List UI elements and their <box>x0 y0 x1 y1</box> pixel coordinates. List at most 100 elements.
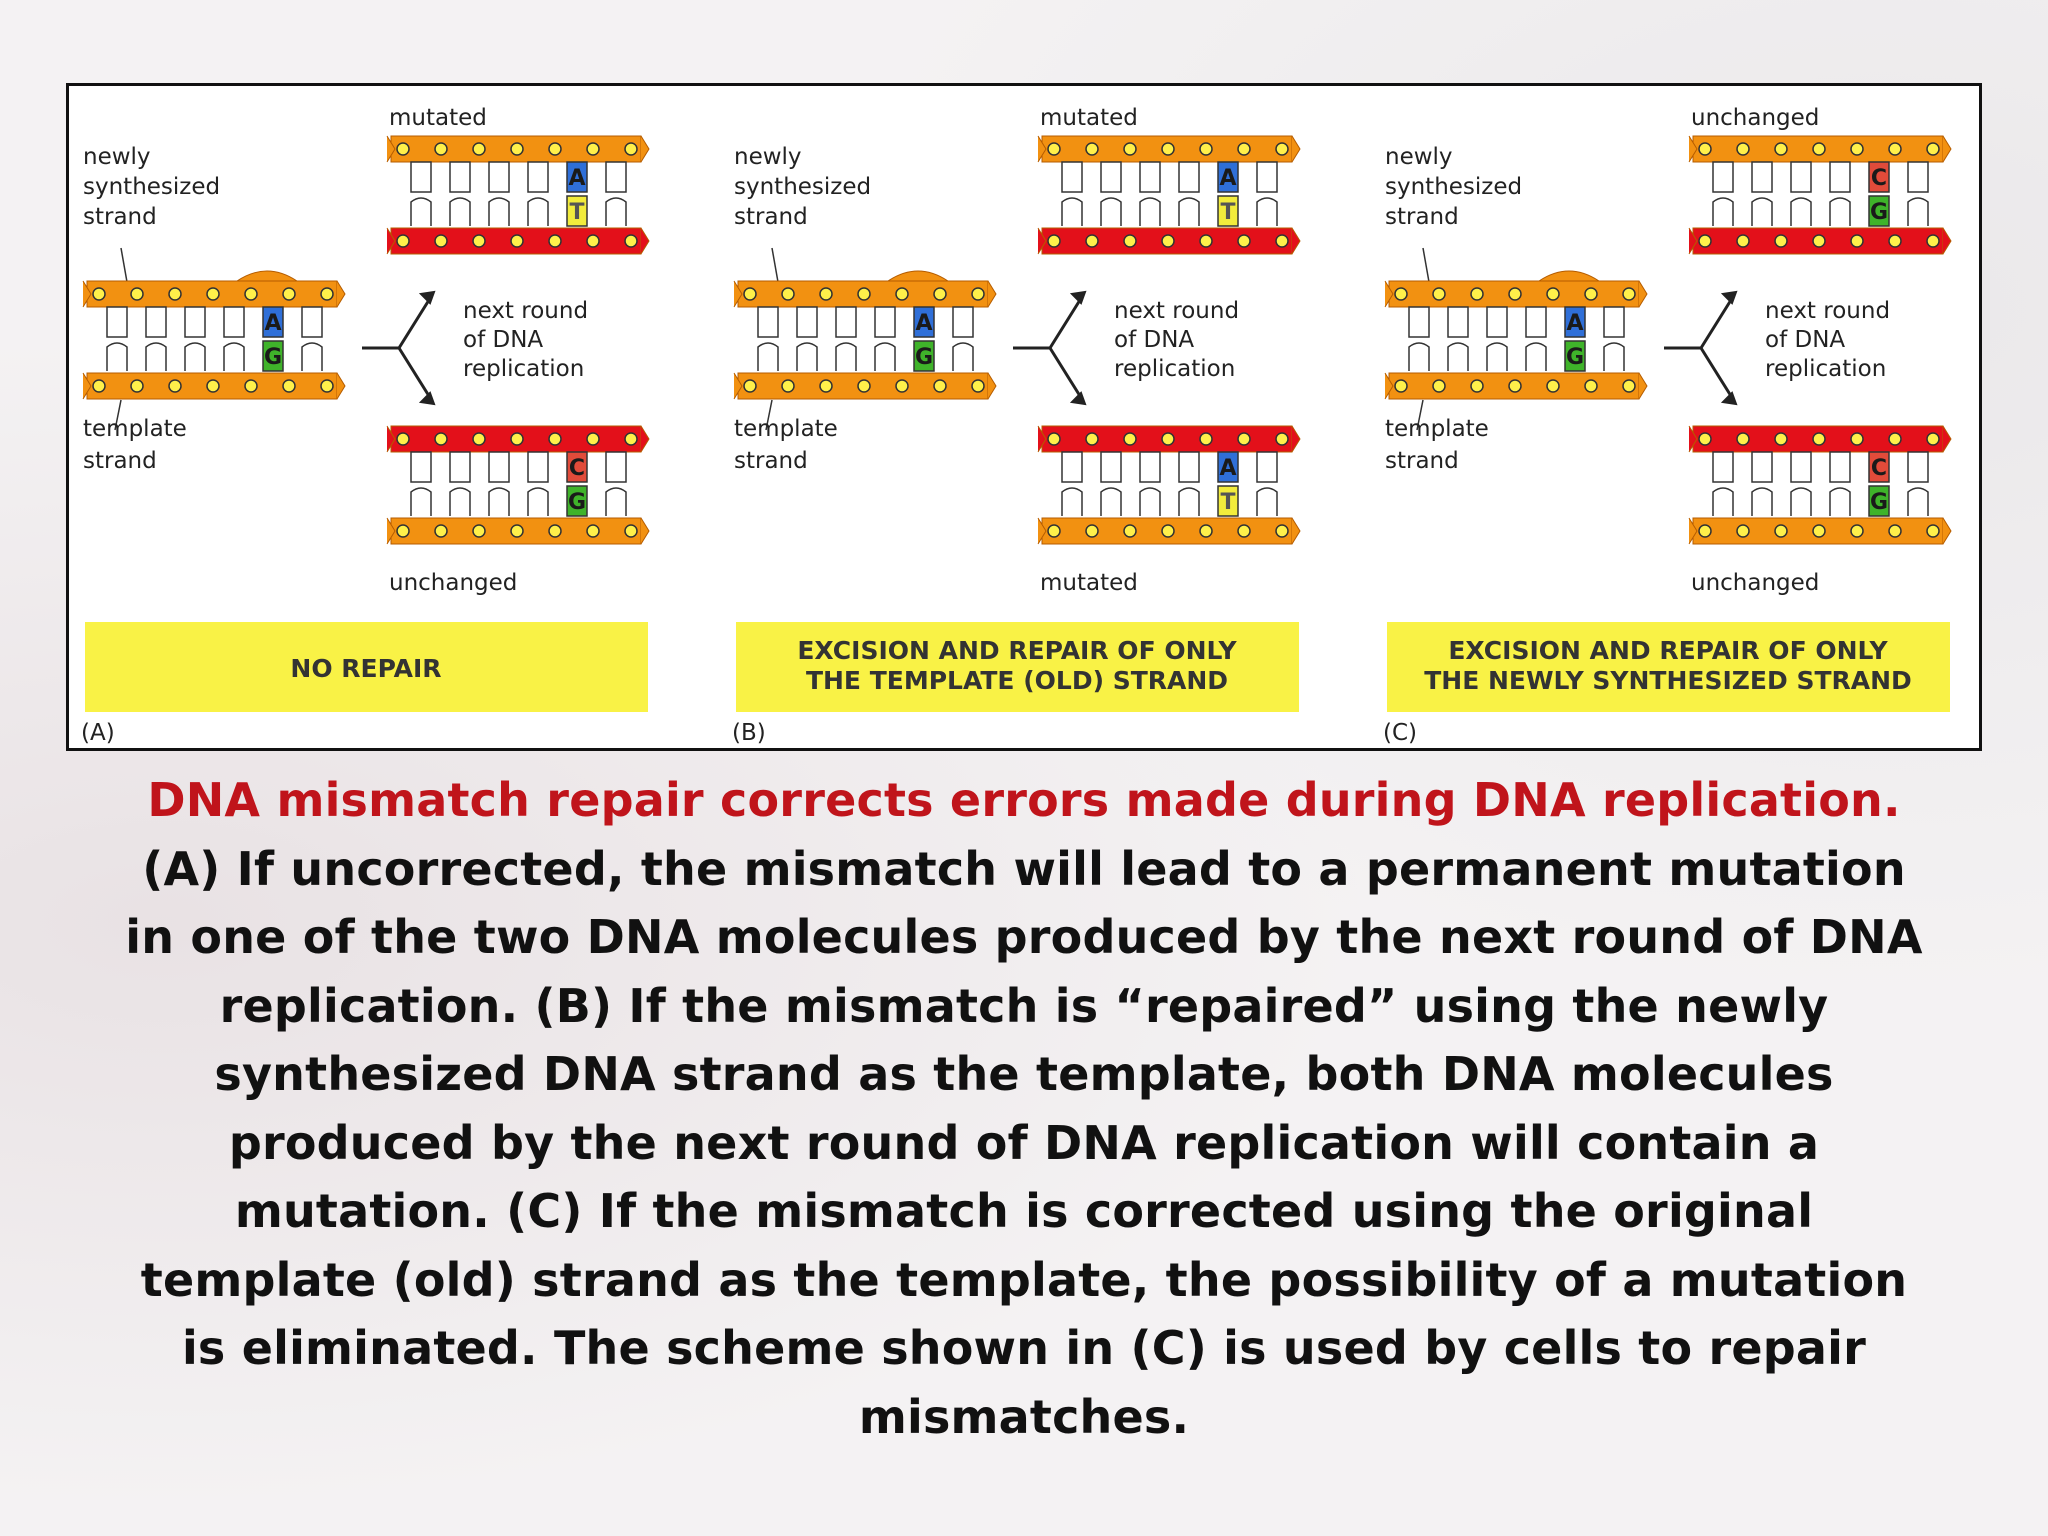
phosphate-dot <box>1047 234 1061 248</box>
phosphate-dot <box>1161 234 1175 248</box>
top-duplex-status: mutated <box>389 105 487 131</box>
base-stub <box>796 342 818 371</box>
label-line: synthesized <box>734 174 871 200</box>
label-line: replication <box>1114 356 1235 382</box>
strand-bottom <box>1037 517 1301 545</box>
pointer-line <box>120 247 128 283</box>
label-line: strand <box>83 204 157 230</box>
base-stub <box>1139 161 1161 193</box>
pointer-line <box>1422 247 1430 283</box>
base-stub <box>874 306 896 338</box>
phosphate-dot <box>510 234 524 248</box>
base-stub <box>1408 342 1430 371</box>
base-g <box>566 485 588 517</box>
phosphate-dot <box>1698 142 1712 156</box>
label-line: synthesized <box>1385 174 1522 200</box>
phosphate-dot <box>168 287 182 301</box>
strand-top <box>1688 425 1952 453</box>
phosphate-dot <box>282 287 296 301</box>
top-duplex-status: unchanged <box>1691 105 1819 131</box>
phosphate-dot <box>130 287 144 301</box>
phosphate-dot <box>586 142 600 156</box>
base-stub <box>410 197 432 226</box>
phosphate-dot <box>320 287 334 301</box>
base-letter: C <box>1871 456 1887 481</box>
top-daughter-duplex: CG <box>1688 135 1952 255</box>
phosphate-dot <box>1622 287 1636 301</box>
base-stub <box>1139 197 1161 226</box>
phosphate-dot <box>510 524 524 538</box>
phosphate-dot <box>1047 524 1061 538</box>
pointer-line <box>771 247 779 283</box>
base-letter: G <box>1870 490 1888 515</box>
phosphate-dot <box>434 142 448 156</box>
label-line: strand <box>734 448 808 474</box>
label-line: newly <box>734 144 802 170</box>
phosphate-dot <box>1237 234 1251 248</box>
phosphate-dot <box>1161 142 1175 156</box>
arrow-head <box>1720 391 1738 406</box>
phosphate-dot <box>1736 524 1750 538</box>
base-stub <box>184 306 206 338</box>
base-letter: G <box>915 345 933 370</box>
base-stub <box>605 451 627 483</box>
bottom-duplex-status: unchanged <box>1691 570 1819 596</box>
phosphate-dot <box>1850 142 1864 156</box>
base-stub <box>1712 451 1734 483</box>
phosphate-dot <box>1546 287 1560 301</box>
label-line: replication <box>463 356 584 382</box>
base-letter: A <box>1219 456 1236 481</box>
base-stub <box>1751 451 1773 483</box>
phosphate-dot <box>1812 142 1826 156</box>
phosphate-dot <box>895 287 909 301</box>
phosphate-dot <box>1812 524 1826 538</box>
strand-top <box>386 425 650 453</box>
phosphate-dot <box>548 142 562 156</box>
phosphate-dot <box>624 142 638 156</box>
base-stub <box>1061 197 1083 226</box>
phosphate-dot <box>510 142 524 156</box>
phosphate-dot <box>586 524 600 538</box>
label-line: of DNA <box>1765 327 1845 353</box>
phosphate-dot <box>857 379 871 393</box>
base-stub <box>1486 342 1508 371</box>
base-letter: A <box>264 311 281 336</box>
base-letter: A <box>1566 311 1583 336</box>
base-stub <box>1603 342 1625 371</box>
phosphate-dot <box>434 524 448 538</box>
caption-body: (A) If uncorrected, the mismatch will le… <box>125 841 1923 1444</box>
phosphate-dot <box>1275 142 1289 156</box>
arrow-head <box>418 290 436 305</box>
base-stub <box>106 306 128 338</box>
phosphate-dot <box>244 287 258 301</box>
base-stub <box>527 451 549 483</box>
phosphate-dot <box>92 287 106 301</box>
strand-bottom <box>733 372 997 400</box>
phosphate-dot <box>1812 234 1826 248</box>
base-c <box>1868 161 1890 193</box>
phosphate-dot <box>1470 287 1484 301</box>
phosphate-dot <box>1275 234 1289 248</box>
base-stub <box>1525 306 1547 338</box>
phosphate-dot <box>1736 432 1750 446</box>
phosphate-dot <box>1850 432 1864 446</box>
phosphate-dot <box>1812 432 1826 446</box>
label-line: newly <box>1385 144 1453 170</box>
base-stub <box>1100 487 1122 516</box>
phosphate-dot <box>1926 142 1940 156</box>
replication-fork-arrows <box>1664 290 1738 406</box>
base-a <box>262 306 284 338</box>
phosphate-dot <box>472 432 486 446</box>
phosphate-dot <box>206 287 220 301</box>
base-stub <box>835 342 857 371</box>
base-stub <box>1751 161 1773 193</box>
phosphate-dot <box>548 432 562 446</box>
phosphate-dot <box>1047 142 1061 156</box>
base-stub <box>1139 487 1161 516</box>
phosphate-dot <box>624 524 638 538</box>
base-letter: G <box>264 345 282 370</box>
